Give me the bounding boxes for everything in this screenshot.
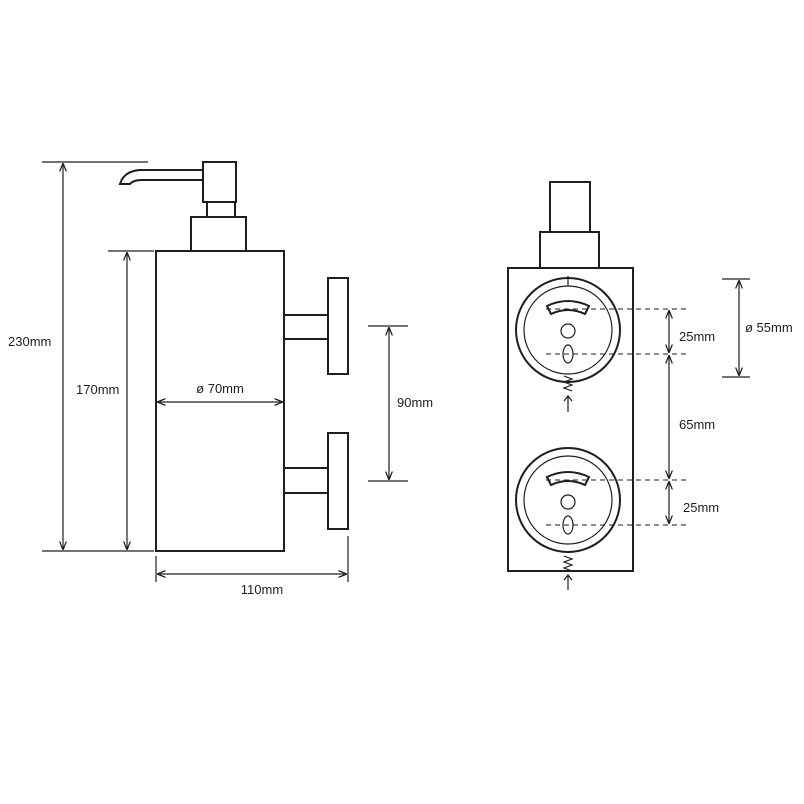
back-view: 25mm 65mm 25mm ø 55mm <box>507 181 793 590</box>
bracket-spacing-label: 90mm <box>397 395 433 410</box>
back-pump-collar <box>539 231 600 269</box>
diameter-label: ø 70mm <box>196 381 244 396</box>
height-body-label: 170mm <box>76 382 119 397</box>
upper-screw-icon <box>562 375 574 412</box>
upper-mounting-plate <box>515 276 621 383</box>
back-pump-head <box>549 181 591 233</box>
height-total-label: 230mm <box>8 334 51 349</box>
upper-bracket-arm <box>283 314 329 340</box>
slot-spacing-top-label: 25mm <box>679 329 715 344</box>
upper-bracket-plate <box>327 277 349 375</box>
side-view: ø 70mm 230mm 170mm 90mm 110mm <box>8 161 433 597</box>
lower-screw-icon <box>562 555 574 590</box>
depth-label: 110mm <box>241 582 283 597</box>
pump-neck <box>206 201 236 218</box>
plate-spacing-label: 65mm <box>679 417 715 432</box>
lower-bracket-plate <box>327 432 349 530</box>
pump-head <box>202 161 237 203</box>
lower-mounting-plate <box>515 447 621 553</box>
lower-bracket-arm <box>283 467 329 494</box>
container-body <box>155 250 285 552</box>
slot-spacing-bottom-label: 25mm <box>683 500 719 515</box>
pump-spout <box>118 169 203 185</box>
plate-diameter-label: ø 55mm <box>745 320 793 335</box>
pump-collar <box>190 216 247 252</box>
